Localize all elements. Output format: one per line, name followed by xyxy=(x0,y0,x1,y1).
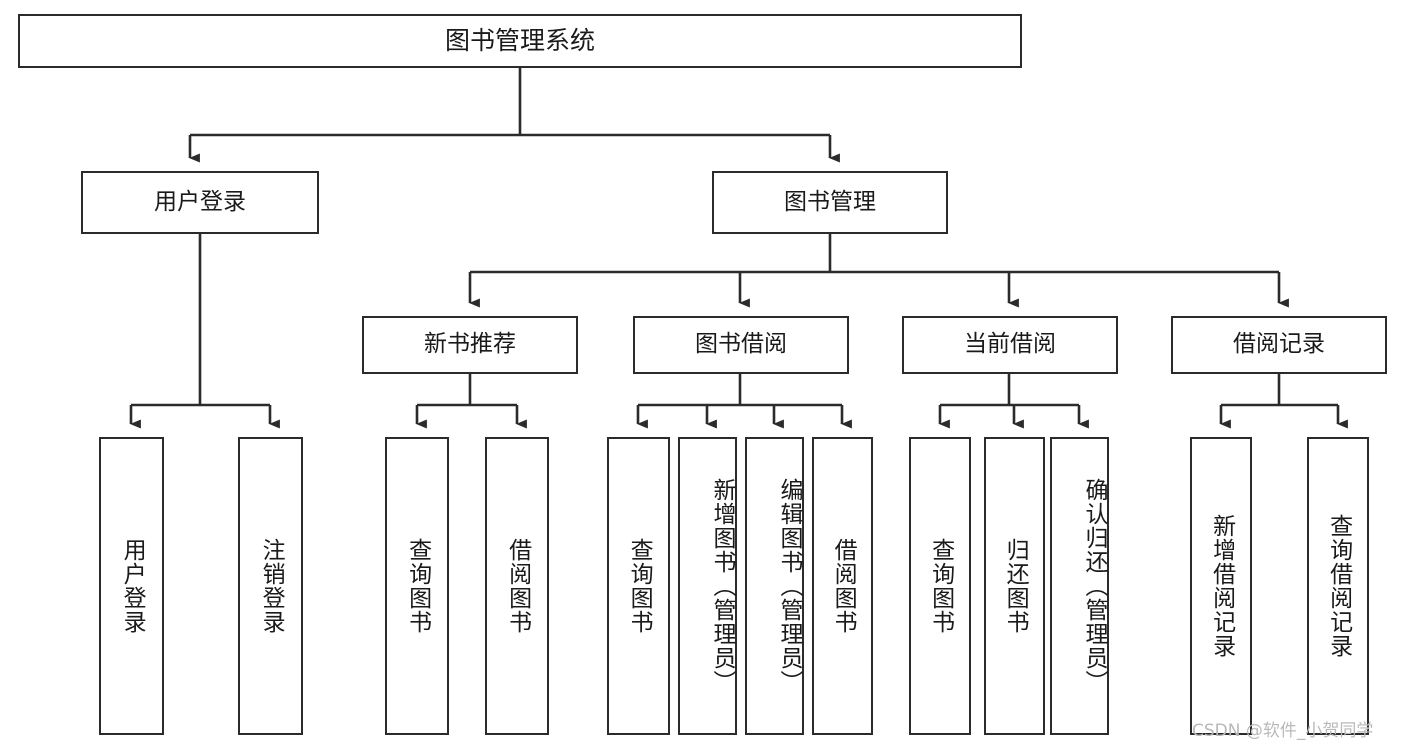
leaf-query-book-recommend[interactable]: 查询图书 xyxy=(385,437,449,735)
node-new-book-recommend-label: 新书推荐 xyxy=(424,331,516,358)
leaf-borrow-book-recommend[interactable]: 借阅图书 xyxy=(485,437,549,735)
leaf-query-book-current-label: 查询图书 xyxy=(927,538,954,634)
leaf-query-book-borrow[interactable]: 查询图书 xyxy=(607,437,670,735)
leaf-query-book-current[interactable]: 查询图书 xyxy=(909,437,971,735)
node-current-borrow[interactable]: 当前借阅 xyxy=(902,316,1118,374)
watermark: CSDN @软件_小贺同学 xyxy=(1192,721,1374,741)
node-user-login[interactable]: 用户登录 xyxy=(81,171,319,234)
leaf-confirm-return-admin-label: 确认归还（管理员） xyxy=(1081,478,1107,694)
leaf-add-book-admin[interactable]: 新增图书（管理员） xyxy=(678,437,737,735)
leaf-borrow-book-recommend-label: 借阅图书 xyxy=(504,538,531,634)
leaf-query-borrow-record[interactable]: 查询借阅记录 xyxy=(1307,437,1369,735)
leaf-borrow-book-label: 借阅图书 xyxy=(830,538,857,634)
leaf-user-login-label: 用户登录 xyxy=(119,538,146,634)
node-user-login-label: 用户登录 xyxy=(154,188,246,215)
node-book-management-label: 图书管理 xyxy=(784,188,876,215)
leaf-add-borrow-record-label: 新增借阅记录 xyxy=(1208,514,1235,658)
leaf-query-book-borrow-label: 查询图书 xyxy=(626,538,653,634)
leaf-user-login[interactable]: 用户登录 xyxy=(99,437,164,735)
leaf-add-book-admin-label: 新增图书（管理员） xyxy=(709,478,735,694)
leaf-query-book-recommend-label: 查询图书 xyxy=(404,538,431,634)
node-book-borrow[interactable]: 图书借阅 xyxy=(633,316,849,374)
leaf-confirm-return-admin[interactable]: 确认归还（管理员） xyxy=(1050,437,1109,735)
node-current-borrow-label: 当前借阅 xyxy=(964,331,1056,358)
node-root[interactable]: 图书管理系统 xyxy=(18,14,1022,68)
leaf-return-book[interactable]: 归还图书 xyxy=(984,437,1045,735)
leaf-return-book-label: 归还图书 xyxy=(1002,538,1029,634)
node-book-borrow-label: 图书借阅 xyxy=(695,331,787,358)
node-root-label: 图书管理系统 xyxy=(444,26,595,56)
node-borrow-record[interactable]: 借阅记录 xyxy=(1171,316,1387,374)
leaf-logout-label: 注销登录 xyxy=(258,538,285,634)
node-borrow-record-label: 借阅记录 xyxy=(1233,331,1325,358)
leaf-edit-book-admin[interactable]: 编辑图书（管理员） xyxy=(745,437,804,735)
leaf-query-borrow-record-label: 查询借阅记录 xyxy=(1325,514,1352,658)
node-book-management[interactable]: 图书管理 xyxy=(712,171,948,234)
node-new-book-recommend[interactable]: 新书推荐 xyxy=(362,316,578,374)
leaf-logout[interactable]: 注销登录 xyxy=(238,437,303,735)
leaf-add-borrow-record[interactable]: 新增借阅记录 xyxy=(1190,437,1252,735)
leaf-edit-book-admin-label: 编辑图书（管理员） xyxy=(776,478,802,694)
leaf-borrow-book[interactable]: 借阅图书 xyxy=(812,437,873,735)
